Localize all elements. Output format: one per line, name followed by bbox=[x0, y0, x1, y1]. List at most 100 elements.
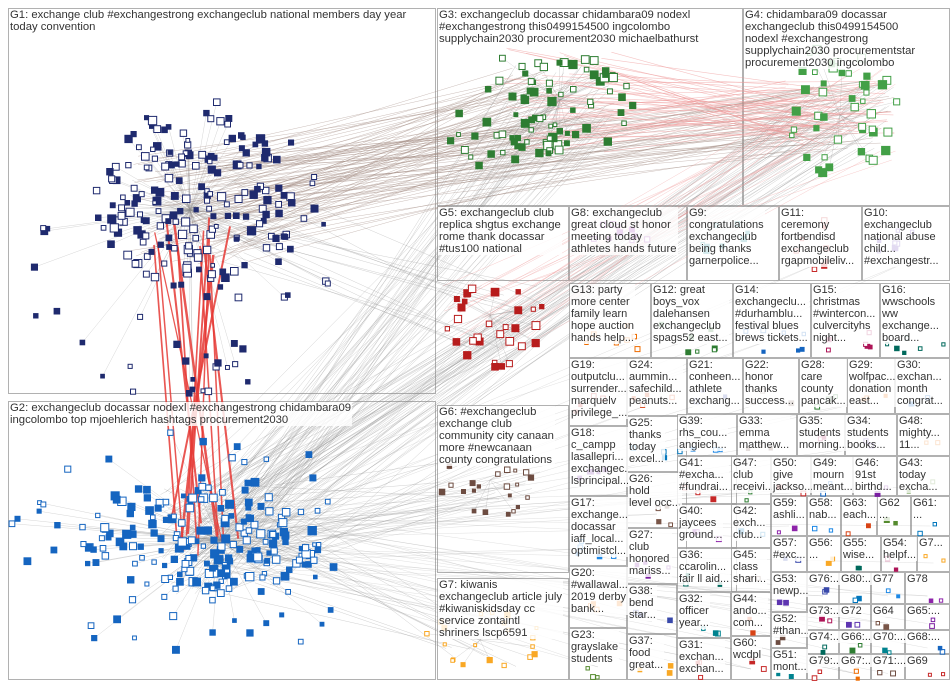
node-g3[interactable] bbox=[607, 88, 613, 95]
node-g1[interactable] bbox=[249, 191, 258, 199]
node-g3[interactable] bbox=[564, 130, 570, 136]
node-g2[interactable] bbox=[205, 484, 212, 491]
node-g1[interactable] bbox=[207, 115, 215, 123]
node-g5[interactable] bbox=[530, 306, 536, 312]
node-g71[interactable] bbox=[890, 670, 896, 677]
node-g2[interactable] bbox=[270, 547, 278, 555]
node-g2[interactable] bbox=[101, 552, 110, 560]
node-g2[interactable] bbox=[269, 531, 277, 538]
node-g2[interactable] bbox=[36, 508, 42, 514]
node-g2[interactable] bbox=[233, 443, 241, 451]
node-g2[interactable] bbox=[128, 596, 137, 604]
node-g63[interactable] bbox=[845, 531, 851, 537]
node-g1[interactable] bbox=[214, 359, 222, 367]
node-g4[interactable] bbox=[838, 69, 845, 77]
node-g2[interactable] bbox=[79, 523, 86, 531]
node-g3[interactable] bbox=[460, 146, 469, 154]
node-g1[interactable] bbox=[287, 245, 294, 253]
node-g1[interactable] bbox=[252, 141, 259, 148]
node-g2[interactable] bbox=[251, 547, 257, 553]
node-g2[interactable] bbox=[250, 520, 259, 529]
node-g1[interactable] bbox=[224, 120, 232, 128]
node-g3[interactable] bbox=[589, 56, 599, 65]
node-g6[interactable] bbox=[461, 489, 466, 494]
node-g5[interactable] bbox=[515, 289, 521, 295]
node-g1[interactable] bbox=[130, 388, 137, 395]
node-g1[interactable] bbox=[165, 218, 172, 225]
node-g6[interactable] bbox=[503, 483, 511, 490]
node-g1[interactable] bbox=[182, 150, 189, 157]
node-g6[interactable] bbox=[438, 488, 446, 496]
node-g5[interactable] bbox=[496, 330, 505, 339]
node-g4[interactable] bbox=[801, 85, 810, 95]
node-g65[interactable] bbox=[930, 617, 936, 623]
node-g5[interactable] bbox=[505, 337, 515, 346]
node-g1[interactable] bbox=[204, 188, 210, 194]
node-g2[interactable] bbox=[282, 538, 289, 546]
node-g4[interactable] bbox=[790, 126, 798, 133]
node-g2[interactable] bbox=[14, 515, 21, 522]
node-g1[interactable] bbox=[208, 225, 217, 233]
node-g78[interactable] bbox=[938, 598, 944, 603]
node-g1[interactable] bbox=[181, 217, 191, 227]
node-g1[interactable] bbox=[241, 262, 248, 269]
node-g2[interactable] bbox=[224, 572, 231, 579]
node-g6[interactable] bbox=[504, 466, 511, 473]
node-g2[interactable] bbox=[157, 535, 165, 543]
node-g2[interactable] bbox=[305, 451, 313, 459]
node-g4[interactable] bbox=[893, 98, 901, 106]
node-g1[interactable] bbox=[200, 388, 206, 394]
node-g3[interactable] bbox=[587, 98, 594, 105]
node-g7[interactable] bbox=[501, 662, 507, 669]
node-g1[interactable] bbox=[275, 201, 283, 208]
node-g5[interactable] bbox=[452, 338, 461, 346]
node-g1[interactable] bbox=[125, 207, 135, 217]
node-g6[interactable] bbox=[482, 509, 489, 515]
node-g1[interactable] bbox=[107, 240, 115, 248]
node-g3[interactable] bbox=[455, 109, 463, 118]
node-g2[interactable] bbox=[113, 615, 121, 624]
node-g3[interactable] bbox=[589, 70, 599, 80]
node-g3[interactable] bbox=[513, 112, 519, 118]
node-g1[interactable] bbox=[242, 213, 250, 220]
node-g1[interactable] bbox=[207, 165, 216, 174]
node-g1[interactable] bbox=[203, 109, 210, 117]
node-g31[interactable] bbox=[698, 674, 704, 680]
node-g1[interactable] bbox=[256, 163, 262, 170]
node-g1[interactable] bbox=[217, 284, 224, 290]
node-g2[interactable] bbox=[312, 542, 317, 547]
node-g2[interactable] bbox=[221, 534, 231, 544]
node-g1[interactable] bbox=[92, 186, 101, 195]
node-g2[interactable] bbox=[281, 508, 291, 517]
node-g4[interactable] bbox=[860, 98, 866, 104]
node-g1[interactable] bbox=[109, 223, 119, 233]
node-g2[interactable] bbox=[188, 493, 198, 503]
node-g2[interactable] bbox=[324, 498, 331, 505]
node-g1[interactable] bbox=[196, 266, 202, 273]
node-g5[interactable] bbox=[491, 363, 499, 371]
node-g2[interactable] bbox=[228, 454, 236, 462]
node-g2[interactable] bbox=[245, 572, 255, 582]
node-g1[interactable] bbox=[156, 222, 164, 230]
node-g1[interactable] bbox=[177, 208, 184, 215]
node-g2[interactable] bbox=[201, 586, 210, 595]
node-g3[interactable] bbox=[583, 66, 590, 73]
node-g1[interactable] bbox=[207, 152, 215, 160]
node-g1[interactable] bbox=[164, 173, 174, 183]
node-g1[interactable] bbox=[234, 194, 243, 203]
node-g2[interactable] bbox=[144, 581, 150, 587]
node-g2[interactable] bbox=[151, 559, 157, 565]
node-g1[interactable] bbox=[142, 270, 150, 278]
node-g3[interactable] bbox=[564, 140, 570, 147]
node-g1[interactable] bbox=[230, 267, 239, 276]
node-g1[interactable] bbox=[138, 191, 145, 198]
node-g2[interactable] bbox=[178, 519, 186, 527]
node-g5[interactable] bbox=[453, 296, 460, 302]
node-g1[interactable] bbox=[228, 134, 237, 143]
node-g51[interactable] bbox=[788, 674, 794, 679]
node-g1[interactable] bbox=[236, 161, 244, 169]
node-g62[interactable] bbox=[893, 520, 898, 526]
node-g2[interactable] bbox=[50, 546, 58, 554]
node-g1[interactable] bbox=[309, 180, 316, 187]
node-g2[interactable] bbox=[100, 523, 110, 533]
